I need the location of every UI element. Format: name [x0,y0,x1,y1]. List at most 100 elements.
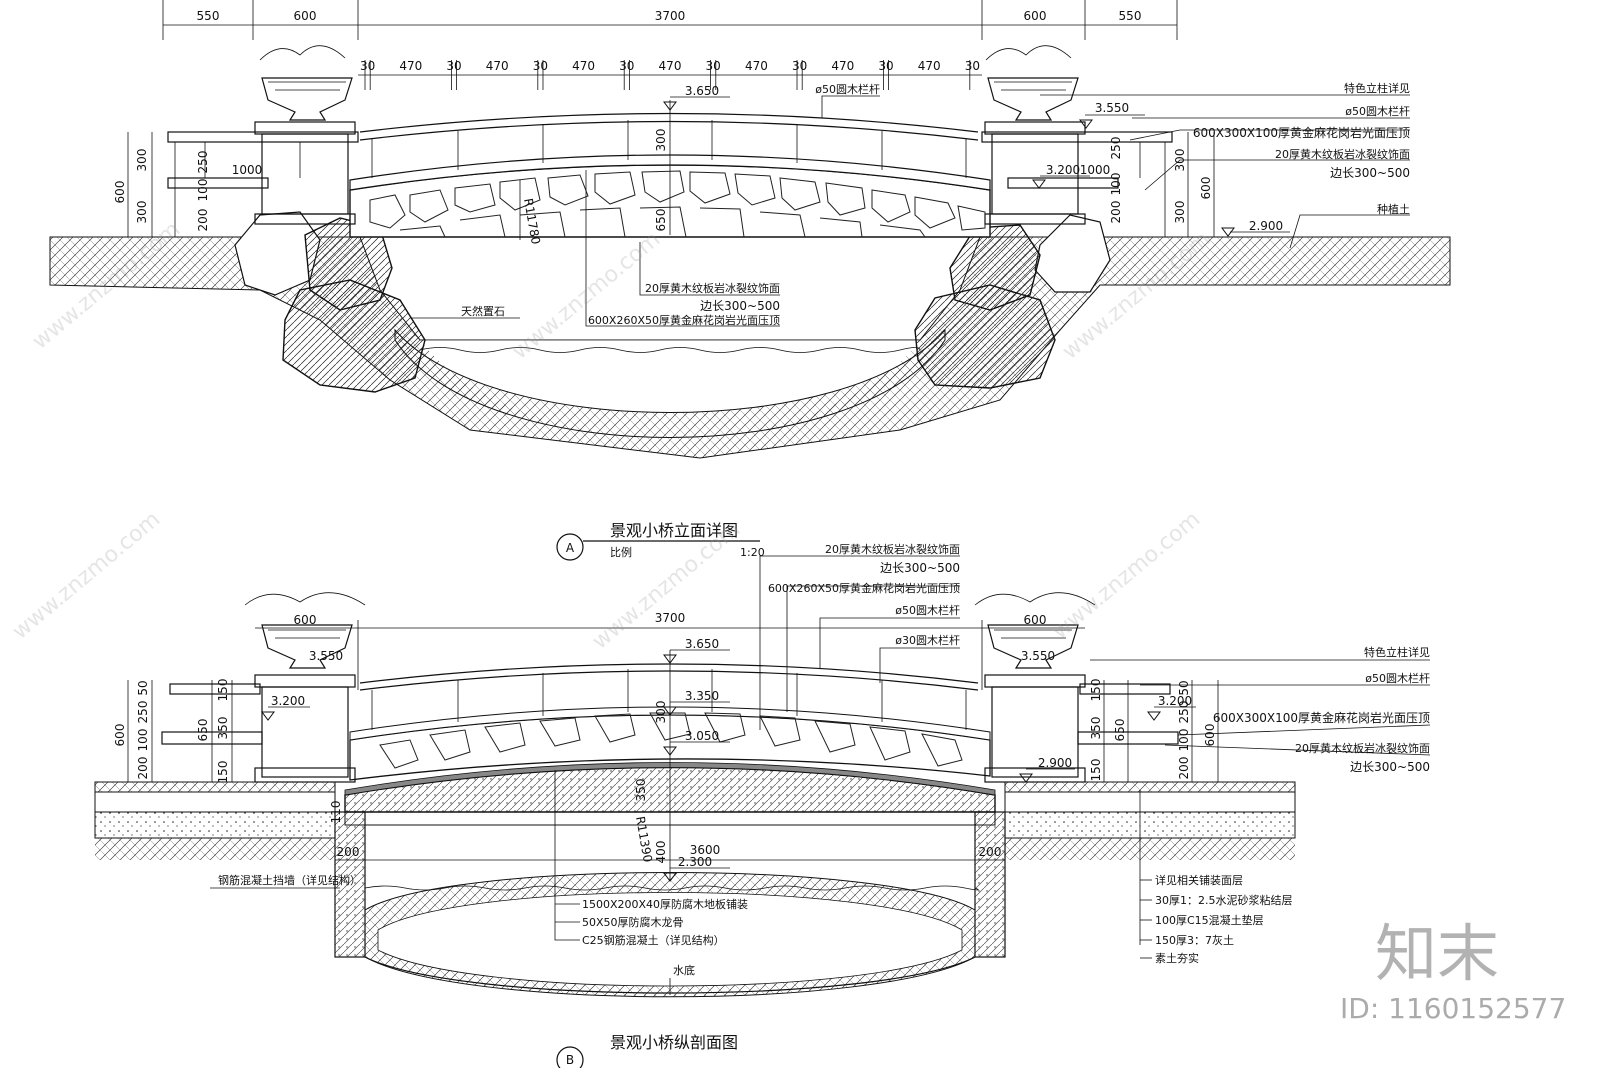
sec-level-mid: 3.350 [685,689,719,703]
sec-level-right-cap: 3.550 [1021,649,1055,663]
sec-layer-2: 30厚1：2.5水泥砂浆粘结层 [1155,893,1293,907]
sec-callout-right-side: 边长300~500 [1350,760,1430,774]
sec-level-deck: 3.050 [685,729,719,743]
baluster-dim-label: 470 [572,59,595,73]
elev-callout-capstone: 600X300X100厚黄金麻花岗岩光面压顶 [1193,125,1410,140]
elev-dim-5: 550 [1119,9,1142,23]
sec-level-right-step: 3.200 [1158,694,1192,708]
elev-callout-center-capstone: 600X260X50厚黄金麻花岗岩光面压顶 [588,313,780,327]
elev-level-right-step: 3.200 [1046,163,1080,177]
elev-callout-finish: 20厚黄木纹板岩冰裂纹饰面 [1275,147,1410,161]
sec-right-dim-4: 150 [1089,759,1103,782]
baluster-dim-label: 30 [360,59,375,73]
sec-center-dim-4: 110 [329,801,343,824]
baluster-dim-label: 30 [533,59,548,73]
sec-callout-top-capstone: 600X260X50厚黄金麻花岗岩光面压顶 [768,581,960,595]
elev-level-right-cap: 3.550 [1095,101,1129,115]
sec-level-ground: 2.900 [1038,756,1072,770]
sec-center-radius: R11390 [633,815,655,863]
sec-water-bottom: 水底 [673,963,695,977]
sec-right-dim-8: 200 [1177,757,1191,780]
elev-title-marker: A [566,541,575,555]
sec-left-dim-6: 150 [216,679,230,702]
baluster-dim-label: 30 [965,59,980,73]
sec-callout-top-finish: 20厚黄木纹板岩冰裂纹饰面 [825,542,960,556]
elev-left-dim-7: 1000 [232,163,263,177]
sec-left-dim-7: 650 [196,719,210,742]
elev-scale-label: 比例 [610,545,632,559]
sec-span-dim-1: 200 [337,845,360,859]
sec-right-dim-9: 600 [1203,724,1217,747]
baluster-dim-label: 470 [399,59,422,73]
elev-callout-side: 边长300~500 [1330,166,1410,180]
elev-right-dim-1: 250 [1109,137,1123,160]
elev-arch-dim-1: 300 [654,129,668,152]
watermark-logo-text: 知末 [1375,917,1499,990]
baluster-dim-label: 30 [792,59,807,73]
baluster-dim-label: 470 [831,59,854,73]
baluster-dim-label: 470 [918,59,941,73]
sec-layer-3: 100厚C15混凝土垫层 [1155,913,1264,927]
sec-span-dim-2: 3600 [690,843,721,857]
sec-title: 景观小桥纵剖面图 [610,1033,738,1052]
ice-crack-pattern [369,170,986,238]
sec-level-left-cap: 3.550 [309,649,343,663]
sec-callout-top-rail50: ø50圆木栏杆 [895,603,960,617]
elev-right-dim-2: 100 [1109,173,1123,196]
sec-callout-right-pillar: 特色立柱详见 [1364,645,1430,659]
elev-right-dim-4: 1000 [1080,163,1111,177]
sec-left-dim-1: 600 [113,724,127,747]
baluster-dim-label: 470 [745,59,768,73]
section-view: 600 3700 600 [94,542,1431,1068]
baluster-dim-label: 30 [706,59,721,73]
watermark-logo: 知末 ID: 1160152577 [1340,917,1566,1025]
elev-right-dim-6: 600 [1199,177,1213,200]
sec-callout-right-capstone: 600X300X100厚黄金麻花岗岩光面压顶 [1213,710,1430,725]
sec-wall-note: 钢筋混凝土挡墙（详见结构） [218,873,361,887]
watermark-site-6: www.znzmo.com [1048,507,1205,645]
sec-span-dim-3: 200 [979,845,1002,859]
elev-callout-pillar: 特色立柱详见 [1344,81,1410,95]
elev-left-dim-4: 250 [196,151,210,174]
elev-callout-center-finish: 20厚黄木纹板岩冰裂纹饰面 [645,281,780,295]
sec-left-dim-2: 50 [136,680,150,695]
baluster-dim-label: 30 [878,59,893,73]
sec-right-dim-7: 100 [1177,729,1191,752]
sec-callout-top-side: 边长300~500 [880,561,960,575]
elev-dim-4: 600 [1024,9,1047,23]
right-pillar [981,45,1173,237]
baluster-dim-label: 470 [659,59,682,73]
section-left-pillar [161,592,366,783]
elev-dim-3: 3700 [655,9,686,23]
sec-level-top: 3.650 [685,637,719,651]
sec-center-dim-1: 300 [654,701,668,724]
sec-callout-concrete: C25钢筋混凝土（详见结构） [582,933,725,947]
sec-left-dim-3: 250 [136,701,150,724]
elev-title: 景观小桥立面详图 [610,521,738,540]
sec-layer-5: 素土夯实 [1155,951,1199,965]
elev-right-dim-3: 200 [1109,201,1123,224]
elev-right-dim-7: 300 [1173,201,1187,224]
elev-left-dim-6: 200 [196,209,210,232]
elev-dim-2: 600 [294,9,317,23]
section-right-pillar [974,592,1179,783]
sec-callout-right-rail: ø50圆木栏杆 [1365,671,1430,685]
sec-layer-1: 详见相关铺装面层 [1155,873,1243,887]
sec-level-water: 2.300 [678,855,712,869]
sec-dim-3: 600 [1024,613,1047,627]
sec-left-dim-5: 200 [136,757,150,780]
elev-left-dim-1: 600 [113,181,127,204]
sec-left-dim-9: 150 [216,761,230,784]
sec-right-dim-1: 150 [1089,679,1103,702]
sec-dim-1: 600 [294,613,317,627]
elev-left-dim-3: 300 [135,201,149,224]
sec-center-dim-3: 400 [654,841,668,864]
sec-title-marker: B [566,1053,574,1067]
sec-right-dim-3: 650 [1113,719,1127,742]
elev-callout-rocks: 天然置石 [461,304,505,318]
elev-arch-dim-2: 650 [654,209,668,232]
elev-left-dim-5: 100 [196,179,210,202]
